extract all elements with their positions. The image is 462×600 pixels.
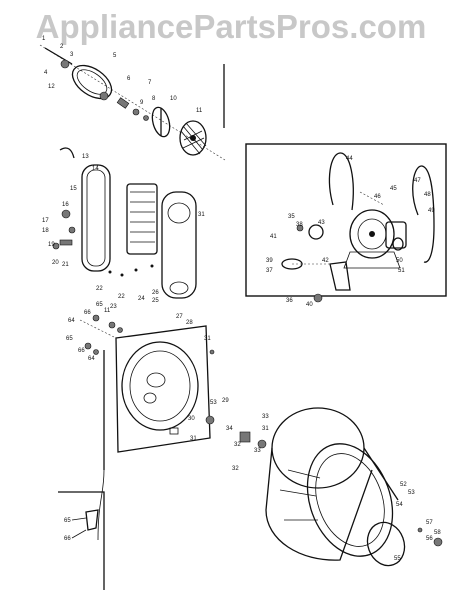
svg-text:45: 45: [390, 186, 397, 192]
svg-text:40: 40: [306, 302, 313, 308]
svg-text:49: 49: [428, 208, 435, 214]
svg-text:12: 12: [48, 84, 55, 90]
svg-text:53: 53: [210, 400, 217, 406]
svg-text:21: 21: [62, 262, 69, 268]
svg-text:47: 47: [414, 178, 421, 184]
bottom-left-inset: 65 66: [58, 491, 105, 590]
svg-text:13: 13: [82, 154, 89, 160]
svg-text:65: 65: [66, 336, 73, 342]
svg-text:20: 20: [52, 260, 59, 266]
svg-text:11: 11: [104, 308, 111, 314]
drum-assembly: 29 33 31 34 32 33 32 52 53 54 57 58 56 5…: [222, 398, 443, 567]
svg-text:7: 7: [148, 80, 152, 86]
svg-text:15: 15: [70, 186, 77, 192]
svg-text:28: 28: [186, 320, 193, 326]
svg-text:33: 33: [262, 414, 269, 420]
svg-text:51: 51: [398, 268, 405, 274]
svg-text:35: 35: [288, 214, 295, 220]
svg-text:3: 3: [70, 52, 74, 58]
svg-text:31: 31: [204, 336, 211, 342]
svg-text:58: 58: [434, 530, 441, 536]
svg-text:65: 65: [96, 302, 103, 308]
svg-text:8: 8: [152, 96, 156, 102]
svg-text:33: 33: [254, 448, 261, 454]
svg-text:64: 64: [88, 356, 95, 362]
svg-text:23: 23: [110, 304, 117, 310]
svg-text:17: 17: [42, 218, 49, 224]
svg-text:39: 39: [266, 258, 273, 264]
svg-text:65: 65: [64, 518, 71, 524]
svg-text:11: 11: [196, 108, 203, 114]
svg-text:30: 30: [188, 416, 195, 422]
svg-text:34: 34: [226, 426, 233, 432]
svg-text:5: 5: [113, 53, 117, 59]
svg-text:29: 29: [222, 398, 229, 404]
svg-text:27: 27: [176, 314, 183, 320]
svg-text:32: 32: [234, 442, 241, 448]
svg-text:44: 44: [346, 156, 353, 162]
svg-text:31: 31: [198, 212, 205, 218]
svg-text:55: 55: [394, 556, 401, 562]
svg-text:43: 43: [318, 220, 325, 226]
svg-text:56: 56: [426, 536, 433, 542]
svg-text:50: 50: [396, 258, 403, 264]
svg-text:4: 4: [44, 70, 48, 76]
svg-text:14: 14: [92, 166, 99, 172]
svg-text:66: 66: [78, 348, 85, 354]
svg-text:66: 66: [64, 536, 71, 542]
svg-text:9: 9: [140, 100, 144, 106]
svg-text:1: 1: [42, 36, 46, 42]
svg-text:31: 31: [190, 436, 197, 442]
front-bulkhead: 64 66 65 11 65 66 64 27 28 31 30 31 53: [66, 302, 217, 541]
svg-text:66: 66: [84, 310, 91, 316]
svg-text:10: 10: [170, 96, 177, 102]
belt-cabinet-assembly: 13 14 15 16 17 18 19 20 21 22 22 23 24 2…: [42, 147, 205, 310]
svg-text:25: 25: [152, 298, 159, 304]
svg-text:2: 2: [60, 44, 64, 50]
svg-text:31: 31: [262, 426, 269, 432]
svg-text:41: 41: [270, 234, 277, 240]
svg-text:18: 18: [42, 228, 49, 234]
blower-assembly: 1 2 3 4 12 5 6 7 8 9 10 11: [39, 36, 226, 161]
svg-text:46: 46: [374, 194, 381, 200]
svg-text:53: 53: [408, 490, 415, 496]
svg-text:52: 52: [400, 482, 407, 488]
svg-text:19: 19: [48, 242, 55, 248]
svg-text:16: 16: [62, 202, 69, 208]
svg-text:26: 26: [152, 290, 159, 296]
svg-text:54: 54: [396, 502, 403, 508]
svg-text:36: 36: [286, 298, 293, 304]
svg-text:38: 38: [296, 222, 303, 228]
svg-text:48: 48: [424, 192, 431, 198]
svg-text:42: 42: [322, 258, 329, 264]
svg-text:22: 22: [96, 286, 103, 292]
svg-text:64: 64: [68, 318, 75, 324]
svg-text:32: 32: [232, 466, 239, 472]
svg-text:24: 24: [138, 296, 145, 302]
watermark-text: AppliancePartsPros.com: [35, 8, 427, 45]
svg-text:22: 22: [118, 294, 125, 300]
svg-text:6: 6: [127, 76, 131, 82]
svg-text:37: 37: [266, 268, 273, 274]
svg-text:57: 57: [426, 520, 433, 526]
motor-inset: 41 39 37 36 40 38 35 43 42 44 45 46 47 4…: [245, 143, 447, 308]
